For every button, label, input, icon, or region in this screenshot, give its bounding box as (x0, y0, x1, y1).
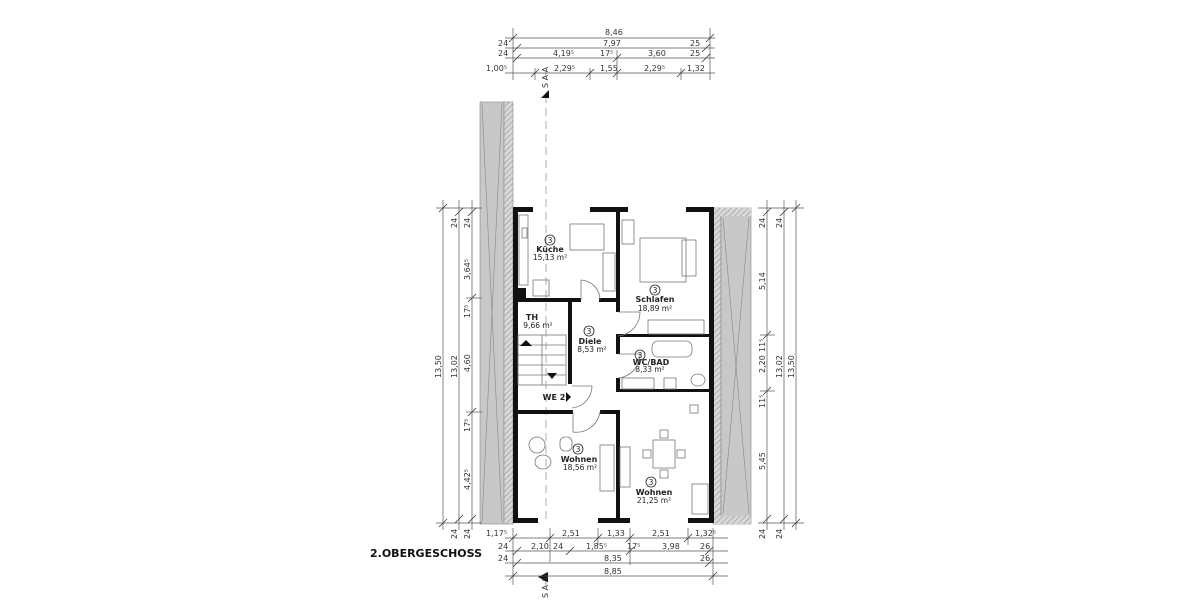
section-arrow-top-icon (541, 90, 549, 98)
stairs-down-arrow-icon (547, 373, 557, 379)
svg-text:Schlafen: Schlafen (636, 295, 675, 304)
svg-text:9,66 m²: 9,66 m² (523, 321, 552, 330)
svg-text:2,10: 2,10 (531, 542, 549, 551)
floor-title: 2.OBERGESCHOSS (370, 547, 482, 560)
svg-text:26: 26 (700, 542, 710, 551)
neighbor-wall-right (712, 207, 752, 525)
room-wc-bad: 3 WC/BAD 8,33 m² (633, 349, 670, 374)
dimension-chain-right: 24 5,14 11⁵ 2,20 11⁵ 5,45 24 24 13,02 24… (758, 200, 804, 539)
svg-text:24: 24 (498, 542, 508, 551)
svg-text:3: 3 (548, 236, 553, 245)
svg-text:24: 24 (553, 542, 563, 551)
svg-text:15,13 m²: 15,13 m² (533, 253, 567, 262)
room-wohnen-right: 3 Wohnen 21,25 m² (636, 476, 673, 505)
svg-text:3,60: 3,60 (648, 49, 666, 58)
svg-text:Wohnen: Wohnen (561, 455, 598, 464)
svg-text:17⁵: 17⁵ (463, 419, 472, 432)
svg-text:Küche: Küche (536, 245, 564, 254)
furniture (517, 214, 709, 515)
svg-text:26: 26 (700, 554, 710, 563)
svg-text:3: 3 (653, 286, 658, 295)
svg-text:24: 24 (463, 529, 472, 539)
svg-text:17⁵: 17⁵ (600, 49, 613, 58)
svg-text:24: 24 (775, 218, 784, 228)
svg-text:24: 24 (450, 218, 459, 228)
svg-text:24: 24 (758, 218, 767, 228)
svg-text:3,98: 3,98 (662, 542, 680, 551)
stairs-up-arrow-icon (520, 340, 532, 346)
svg-text:17⁵: 17⁵ (627, 542, 640, 551)
svg-text:24: 24 (463, 218, 472, 228)
room-diele: 3 Diele 8,53 m² (577, 325, 607, 354)
room-wohnen-left: 3 Wohnen 18,56 m² (561, 443, 598, 472)
svg-text:1,85⁵: 1,85⁵ (586, 542, 607, 551)
neighbor-wall-left (479, 101, 514, 525)
svg-text:1,55: 1,55 (600, 64, 618, 73)
svg-text:1,32: 1,32 (687, 64, 705, 73)
svg-text:24: 24 (758, 529, 767, 539)
svg-text:24: 24 (498, 49, 508, 58)
svg-text:5,14: 5,14 (758, 272, 767, 290)
svg-text:7,97: 7,97 (603, 39, 621, 48)
room-schlafen: 3 Schlafen 18,89 m² (636, 284, 675, 313)
svg-text:13,02: 13,02 (775, 355, 784, 378)
svg-text:3: 3 (576, 445, 581, 454)
room-kueche: 3 Küche 15,13 m² (533, 234, 567, 262)
svg-text:24: 24 (498, 554, 508, 563)
svg-text:11⁵: 11⁵ (758, 395, 767, 408)
svg-text:24: 24 (775, 529, 784, 539)
svg-text:2,20: 2,20 (758, 355, 767, 373)
svg-text:13,02: 13,02 (450, 355, 459, 378)
svg-text:3: 3 (649, 478, 654, 487)
section-arrow-bottom-icon (538, 572, 548, 582)
doors (571, 279, 641, 433)
svg-text:21,25 m²: 21,25 m² (637, 496, 671, 505)
svg-text:5,45: 5,45 (758, 452, 767, 470)
entrance-arrow-icon (566, 392, 571, 402)
svg-text:3,64⁵: 3,64⁵ (463, 259, 472, 280)
svg-text:13,50: 13,50 (434, 355, 443, 378)
room-th: TH 9,66 m² (523, 313, 552, 330)
svg-text:18,56 m²: 18,56 m² (563, 463, 597, 472)
svg-text:Diele: Diele (579, 337, 603, 346)
svg-text:25: 25 (690, 39, 700, 48)
svg-text:25: 25 (690, 49, 700, 58)
section-label-top: S A-A (541, 66, 550, 88)
svg-text:13,50: 13,50 (787, 355, 796, 378)
svg-text:4,60: 4,60 (463, 354, 472, 372)
svg-text:4,19⁵: 4,19⁵ (553, 49, 574, 58)
svg-text:18,89 m²: 18,89 m² (638, 304, 672, 313)
dimension-chain-left: 13,50 13,02 24 24 24 3,64⁵ 17⁵ 4,60 17⁵ … (434, 200, 482, 539)
svg-text:2,51: 2,51 (562, 529, 580, 538)
svg-text:8,33 m²: 8,33 m² (635, 365, 664, 374)
svg-text:TH: TH (526, 313, 538, 322)
svg-text:1,33: 1,33 (607, 529, 625, 538)
svg-text:1,17⁵: 1,17⁵ (486, 529, 507, 538)
walls (513, 207, 714, 523)
svg-text:8,85: 8,85 (604, 567, 622, 576)
svg-text:2,29⁵: 2,29⁵ (644, 64, 665, 73)
svg-text:8,53 m²: 8,53 m² (577, 345, 606, 354)
dimension-chain-bottom: 1,17⁵ 2,51 1,33 2,51 1,32⁵ 24 2,10 24 1,… (486, 528, 728, 585)
svg-text:24: 24 (450, 529, 459, 539)
svg-text:8,35: 8,35 (604, 554, 622, 563)
unit-label-we2: WE 2 (543, 393, 566, 402)
svg-text:24: 24 (498, 39, 508, 48)
svg-text:2,29⁵: 2,29⁵ (554, 64, 575, 73)
svg-text:2,51: 2,51 (652, 529, 670, 538)
svg-text:3: 3 (638, 351, 643, 360)
svg-text:WC/BAD: WC/BAD (633, 358, 670, 367)
svg-text:17⁵: 17⁵ (463, 305, 472, 318)
svg-text:4,42⁵: 4,42⁵ (463, 469, 472, 490)
section-label-bottom: S A-A (541, 576, 550, 598)
svg-text:1,00⁵: 1,00⁵ (486, 64, 507, 73)
svg-text:1,32⁵: 1,32⁵ (695, 529, 716, 538)
svg-text:8,46: 8,46 (605, 28, 623, 37)
svg-text:3: 3 (587, 327, 592, 336)
svg-text:Wohnen: Wohnen (636, 488, 673, 497)
svg-text:11⁵: 11⁵ (758, 339, 767, 352)
dimension-chain-top: 8,46 24 7,97 25 24 4,19⁵ 17⁵ 3,60 25 1,0… (486, 28, 715, 80)
